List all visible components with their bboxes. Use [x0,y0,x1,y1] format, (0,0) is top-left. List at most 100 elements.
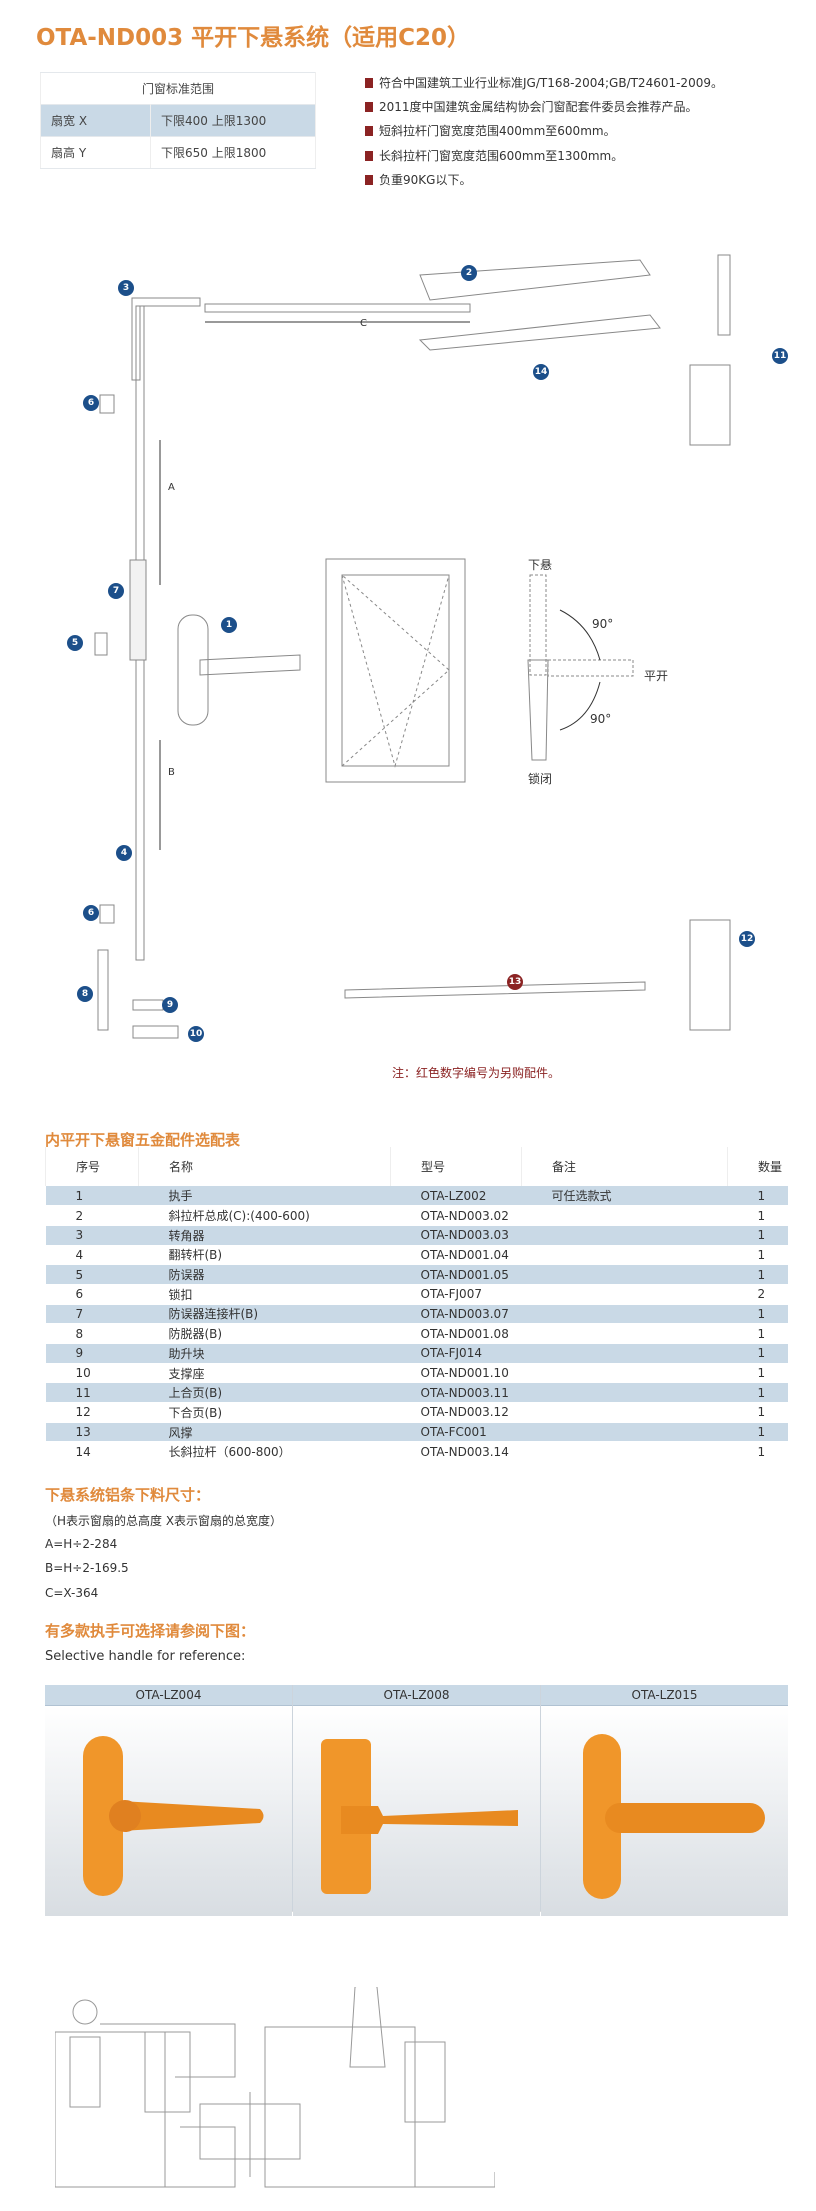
spec-range: 下限400 上限1300 [150,104,316,137]
part-badge: 7 [108,583,124,599]
cell-qty: 1 [727,1225,788,1246]
cell-qty: 1 [727,1382,788,1404]
part-badge: 3 [118,280,134,296]
cell-remark [521,1343,728,1364]
cell-remark [521,1402,728,1423]
formula: A=H÷2-284 [45,1537,118,1551]
handle-up-dashed [529,574,547,676]
bullet-text: 负重90KG以下。 [379,173,472,187]
cell-index: 1 [45,1186,139,1207]
handles-subtitle: Selective handle for reference: [45,1649,246,1664]
stay-arm-14 [418,314,661,351]
part-badge: 8 [77,986,93,1002]
part-9 [132,999,164,1011]
handle-down [527,659,549,761]
cell-name: 风撑 [138,1422,391,1443]
cell-model: OTA-FJ007 [390,1284,522,1305]
hinge-pin [717,254,731,336]
handles-gallery: OTA-LZ004 OTA-LZ008 OTA-LZ015 [45,1685,788,1916]
formula: B=H÷2-169.5 [45,1561,129,1575]
angle-label: 90° [590,712,612,726]
cell-name: 助升块 [138,1343,391,1364]
anti-lift [97,949,109,1031]
cell-model: OTA-ND003.12 [390,1402,522,1423]
cell-model: OTA-ND001.10 [390,1363,522,1384]
handle-lz015-image [583,1734,765,1899]
cell-remark [521,1441,728,1463]
cell-remark [521,1264,728,1285]
handle-lz008-image [321,1739,518,1894]
bullet-square-icon [365,126,373,136]
cell-index: 6 [45,1284,139,1305]
part-badge: 5 [67,635,83,651]
cell-name: 斜拉杆总成(C):(400-600) [138,1205,391,1226]
cell-qty: 1 [727,1402,788,1423]
cell-remark [521,1422,728,1443]
cell-name: 长斜拉杆（600-800） [138,1441,391,1463]
handle-card: OTA-LZ008 [293,1685,541,1916]
part-badge: 2 [461,265,477,281]
cell-qty: 1 [727,1441,788,1463]
cell-index: 8 [45,1323,139,1344]
part-badge: 1 [221,617,237,633]
cell-name: 锁扣 [138,1284,391,1305]
parts-title: 内平开下悬窗五金配件选配表 [45,1131,241,1149]
part-badge: 12 [739,931,755,947]
bullet: 长斜拉杆门窗宽度范围600mm至1300mm。 [365,147,623,164]
dim-b-label: B [168,767,175,778]
cell-model: OTA-ND001.04 [390,1245,522,1266]
cell-remark [521,1245,728,1266]
bullet-text: 2011度中国建筑金属结构协会门窗配套件委员会推荐产品。 [379,100,698,114]
cell-index: 2 [45,1205,139,1226]
bullet-square-icon [365,151,373,161]
handle-model: OTA-LZ015 [541,1685,788,1706]
angle-arc-2 [559,681,601,731]
parts-header-row: 序号 名称 型号 备注 数量 [45,1147,788,1186]
cell-qty: 1 [727,1186,788,1207]
keeper-6 [99,394,115,414]
part-badge: 11 [772,348,788,364]
col-header: 型号 [390,1147,522,1186]
cell-name: 下合页(B) [138,1402,391,1423]
spec-range: 下限650 上限1800 [150,136,316,169]
part-badge: 4 [116,845,132,861]
col-header: 备注 [521,1147,728,1186]
cell-remark [521,1323,728,1344]
cell-qty: 1 [727,1422,788,1443]
part-badge: 9 [162,997,178,1013]
cell-name: 上合页(B) [138,1382,391,1404]
cell-qty: 1 [727,1343,788,1364]
stay-arm-2 [419,259,651,301]
note: 注：红色数字编号为另购配件。 [392,1066,561,1080]
handle-plate [177,614,209,726]
tilt-lines [341,574,450,768]
cell-qty: 1 [727,1264,788,1285]
window-frame [325,558,466,783]
part-badge: 10 [188,1026,204,1042]
cell-model: OTA-ND003.11 [390,1382,522,1404]
handle-card: OTA-LZ004 [45,1685,293,1916]
col-header: 序号 [45,1147,139,1186]
angle-label: 90° [592,617,614,631]
part-10 [132,1025,179,1039]
gear-box [129,559,147,661]
handle-card: OTA-LZ015 [541,1685,788,1916]
cell-model: OTA-ND003.14 [390,1441,522,1463]
cell-model: OTA-FJ014 [390,1343,522,1364]
cell-name: 防误器连接杆(B) [138,1304,391,1325]
handle-lever [199,654,301,676]
cell-qty: 2 [727,1284,788,1305]
cell-model: OTA-ND001.05 [390,1264,522,1285]
bullet-square-icon [365,78,373,88]
col-header: 名称 [138,1147,391,1186]
cell-index: 9 [45,1343,139,1364]
cell-remark [521,1363,728,1384]
